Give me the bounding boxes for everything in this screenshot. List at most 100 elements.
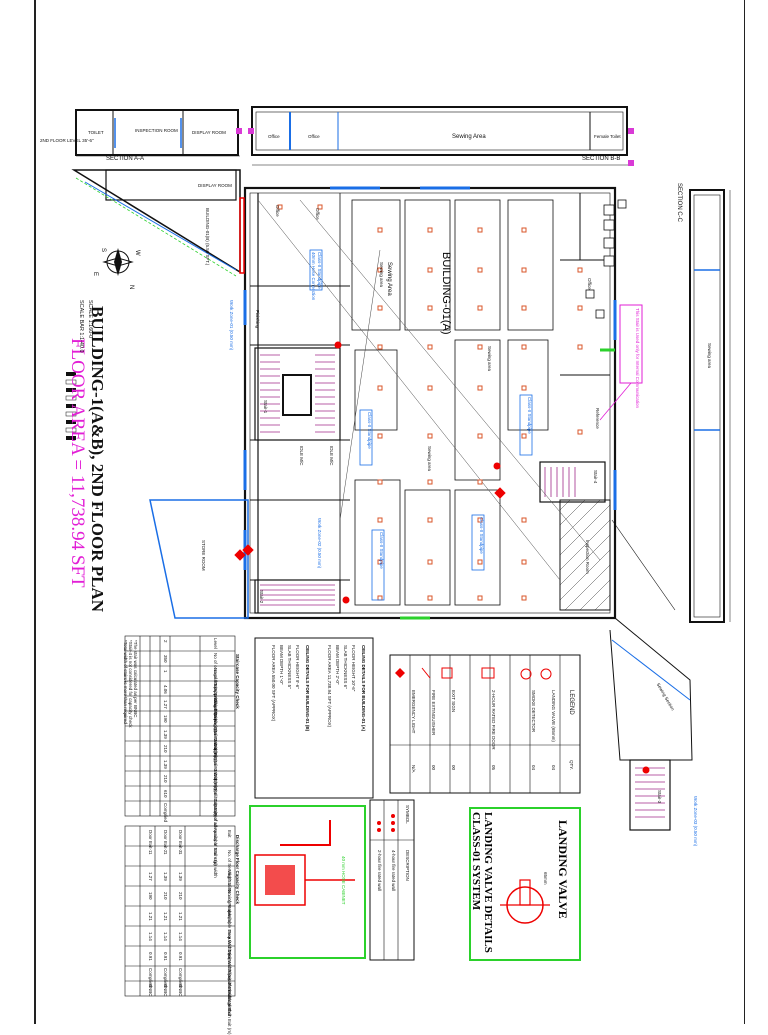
staircase-v5: 190 <box>163 715 168 723</box>
room-inspection: Inspection Room <box>585 540 590 574</box>
section-b-room-4: Female Toilet <box>594 134 621 139</box>
work-zone-1: Work Zone-01 (0.50 mm) <box>229 300 234 351</box>
staircase-v11: Complied <box>163 803 168 823</box>
standpipe-label-5: Class-II Standpipe <box>479 517 484 554</box>
hose-cabinet-note: 40 mm HOSE CABINET <box>341 856 346 905</box>
discharge-r2-c2: 1.39 <box>178 872 183 881</box>
discharge-r2-c4: 1.21 <box>178 912 183 921</box>
ceiling-b-row-4: FLOOR AREA 550.00 SFT (APPROX) <box>271 645 276 722</box>
legend-item-2: SMOKE DETECTOR <box>531 690 536 733</box>
standpipe-label-1: Class-II Standpipe <box>317 252 322 289</box>
section-c-c <box>689 189 731 623</box>
staircase-notes: *The stair was calculated as per BNBC *S… <box>123 640 138 728</box>
landing-valve-system: CLASS-01 SYSTEM <box>470 812 482 911</box>
discharge-r0-c5: 1.14 <box>148 932 153 941</box>
legend-title: LEGEND <box>568 690 574 715</box>
standpipe-callouts <box>309 249 533 601</box>
ceiling-a-row-2: SLAB THICKNESS 6" <box>343 645 348 689</box>
discharge-r0-c2: 1.27 <box>148 872 153 881</box>
room-finishing: Finishing <box>255 310 260 329</box>
discharge-h8: Formula Used <box>227 983 232 1012</box>
discharge-check-title: Discharge Floor Capacity Check <box>235 835 240 905</box>
ceiling-b-row-2: SLAB THICKNESS 5" <box>287 645 292 689</box>
legend-qty-3: 05 <box>491 765 496 771</box>
discharge-r2-c1: 1 <box>178 852 183 855</box>
landing-valve-size: 65mm <box>543 872 548 885</box>
section-a-room-3: DISPLAY ROOM <box>192 130 226 135</box>
discharge-r0-c8: BNBC <box>148 984 153 997</box>
discharge-r2-c0: Door Exit-3 <box>178 830 183 853</box>
legend-qty-1: 04 <box>551 765 556 771</box>
ceiling-b-row-1: FLOOR HEIGHT 9'-6" <box>295 645 300 689</box>
staircase-v10: 610 <box>163 790 168 798</box>
scale-bar <box>65 372 77 440</box>
staircase-v2: 1 <box>163 670 168 673</box>
legend-item-1: LANDING VALVE (65mm) <box>551 690 556 742</box>
room-sewing-1: Sewing Area <box>386 262 392 296</box>
staircase-check-title: Staircase Capacity Check <box>235 654 240 709</box>
room-office-3: Office <box>587 278 592 290</box>
scale-bar-label: SCALE BAR 1:1-40.0 <box>78 300 84 353</box>
staircase-v4: 1.27 <box>163 700 168 709</box>
discharge-r2-c3: 210 <box>178 892 183 900</box>
building-01a-label: BUILDING-01(A) <box>440 252 452 335</box>
legend-item-6: EMERGENCY LIGHT <box>411 690 416 734</box>
staircase-h11: Status of adequacy of total stair width <box>213 803 218 878</box>
discharge-h0: Exit <box>227 830 232 838</box>
room-idle-1: IDLE M/C <box>299 446 304 466</box>
work-zone-3: Work Zone-03 (0.50 mm) <box>693 796 698 847</box>
discharge-r1-c6: 0.91 <box>163 952 168 961</box>
discharge-r0-c6: 0.91 <box>148 952 153 961</box>
fire-equipment <box>234 197 650 774</box>
discharge-r2-c5: 1.14 <box>178 932 183 941</box>
discharge-capacity-table <box>124 825 236 997</box>
legend-qty-2: 04 <box>531 765 536 771</box>
discharge-r0-c3: 190 <box>148 892 153 900</box>
discharge-r1-c1: 1 <box>163 852 168 855</box>
landing-valve-box <box>469 807 581 961</box>
room-store: STORE ROOM <box>201 540 206 571</box>
discharge-r1-c2: 1.39 <box>163 872 168 881</box>
travel-distance-lines <box>257 199 601 581</box>
room-office-1: Office <box>275 205 280 217</box>
symbol-header: SYMBOL <box>405 805 410 824</box>
inspection-room <box>559 499 611 611</box>
sewing-section-corridor <box>609 519 693 761</box>
frame-left <box>34 0 36 1024</box>
section-b-room-1: Office <box>268 134 280 139</box>
room-sewing-2: Sewing area <box>487 346 492 372</box>
compass-n: N <box>128 285 134 290</box>
legend-qty-4: 00 <box>451 765 456 771</box>
section-c-room: Sewing area <box>707 343 712 369</box>
columns <box>277 204 583 601</box>
section-b-room-3: Sewing Area <box>452 134 486 140</box>
toilet-fixtures <box>585 199 627 319</box>
main-building-outline <box>149 186 617 620</box>
standpipe-label-2: Class-II Standpipe <box>367 412 372 449</box>
discharge-r1-c5: 1.14 <box>163 932 168 941</box>
compass-w: W <box>134 250 140 256</box>
staircase-v7: 210 <box>163 745 168 753</box>
ceiling-title-b: CEILING DETAILS FOR BUILDING-01 (B) <box>305 645 310 732</box>
stair-4-label: Stair-4 <box>593 470 598 484</box>
discharge-r2-c6: 0.91 <box>178 952 183 961</box>
ceiling-b-row-3: BEAM DEPTH 1'-0" <box>279 645 284 685</box>
staircase-v8: 1.39 <box>163 760 168 769</box>
landing-valve-title: LANDING VALVE <box>556 820 570 919</box>
floor-area: FLOOR AREA = 11,738.94 SFT <box>67 338 88 588</box>
discharge-r2-c8: BNBC <box>178 984 183 997</box>
ceiling-details-box <box>254 637 374 799</box>
legend-qty-6: N/A <box>411 765 416 773</box>
section-a-label: SECTION A-A <box>106 156 145 162</box>
discharge-r1-c8: BNBC <box>163 984 168 997</box>
discharge-r0-c4: 1.21 <box>148 912 153 921</box>
room-sewing-4: Sewing area <box>379 262 384 288</box>
section-a-room-2: INSPECTION ROOM <box>135 128 178 133</box>
section-b-b <box>251 106 632 166</box>
work-zone-2: Work Zone-02 (0.50 mm) <box>317 518 322 569</box>
stairs <box>254 347 671 831</box>
frame-right <box>744 0 745 1024</box>
room-display: DISPLAY ROOM <box>198 183 232 188</box>
